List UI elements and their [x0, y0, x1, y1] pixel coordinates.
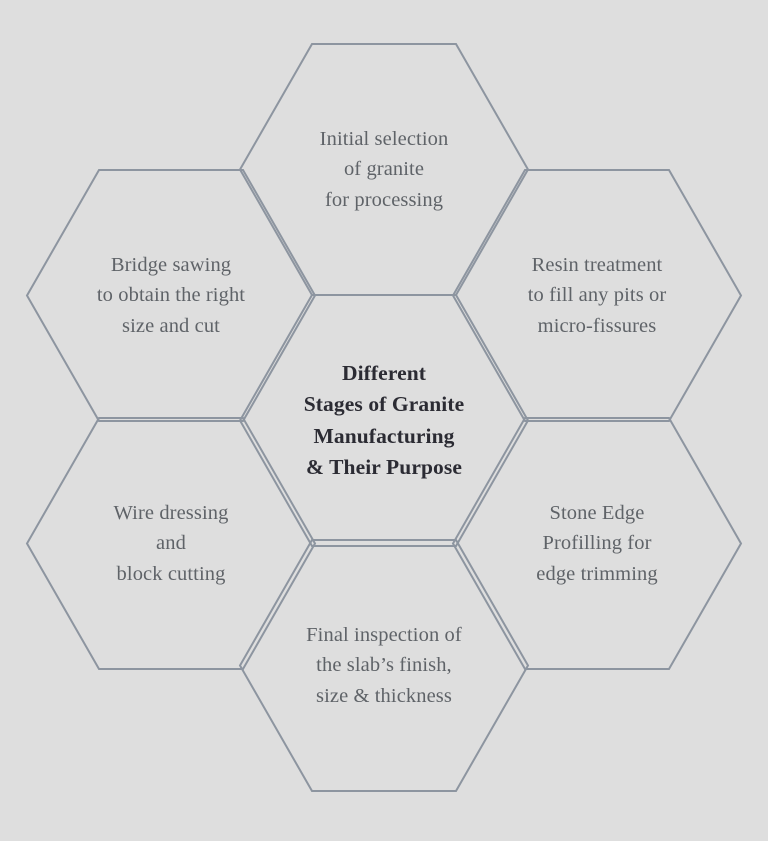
hexagon-wire-dressing-label: Wire dressing and block cutting: [80, 498, 263, 589]
text-line: edge trimming: [536, 562, 658, 585]
text-line: Manufacturing: [313, 423, 455, 448]
text-line: the slab’s finish,: [316, 654, 452, 677]
text-line: micro-fissures: [537, 314, 657, 337]
text-line: to fill any pits or: [527, 284, 667, 307]
text-line: & Their Purpose: [305, 454, 462, 479]
hexagon-outline-bottom: [238, 539, 530, 792]
text-line: Profilling for: [542, 532, 652, 555]
hexagon-outline-center: [238, 294, 530, 547]
hexagon-outline-top-left: [25, 169, 317, 422]
text-line: Different: [341, 361, 427, 386]
hexagon-stone-edge-profilling[interactable]: Stone Edge Profilling for edge trimming: [453, 418, 741, 669]
text-line: Final inspection of: [306, 624, 462, 646]
text-line: Initial selection: [319, 128, 449, 150]
hexagon-center-title[interactable]: Different Stages of Granite Manufacturin…: [240, 295, 528, 546]
hexagon-outline-bottom-right: [451, 417, 743, 670]
text-line: Wire dressing: [113, 502, 229, 524]
text-line: of granite: [343, 158, 425, 181]
hexagon-stone-edge-profilling-label: Stone Edge Profilling for edge trimming: [502, 498, 691, 589]
text-line: for processing: [324, 188, 444, 211]
text-line: Resin treatment: [531, 254, 663, 276]
hexagon-initial-selection-label: Initial selection of granite for process…: [286, 124, 483, 215]
hexagon-final-inspection[interactable]: Final inspection of the slab’s finish, s…: [240, 540, 528, 791]
text-line: size & thickness: [316, 684, 452, 707]
hexagon-resin-treatment[interactable]: Resin treatment to fill any pits or micr…: [453, 170, 741, 421]
text-line: block cutting: [116, 562, 226, 585]
text-line: and: [156, 532, 186, 555]
hexagon-wire-dressing[interactable]: Wire dressing and block cutting: [27, 418, 315, 669]
text-line: Stone Edge: [549, 502, 645, 524]
text-line: to obtain the right: [96, 284, 246, 307]
text-line: size and cut: [122, 314, 220, 337]
hexagon-final-inspection-label: Final inspection of the slab’s finish, s…: [272, 620, 496, 711]
text-line: Bridge sawing: [110, 254, 232, 276]
hexagon-initial-selection[interactable]: Initial selection of granite for process…: [240, 44, 528, 295]
hexagon-bridge-sawing[interactable]: Bridge sawing to obtain the right size a…: [27, 170, 315, 421]
hexagon-resin-treatment-label: Resin treatment to fill any pits or micr…: [494, 250, 701, 341]
hexagon-bridge-sawing-label: Bridge sawing to obtain the right size a…: [63, 250, 279, 341]
text-line: Stages of Granite: [303, 392, 465, 417]
center-title-label: Different Stages of Granite Manufacturin…: [282, 358, 487, 483]
